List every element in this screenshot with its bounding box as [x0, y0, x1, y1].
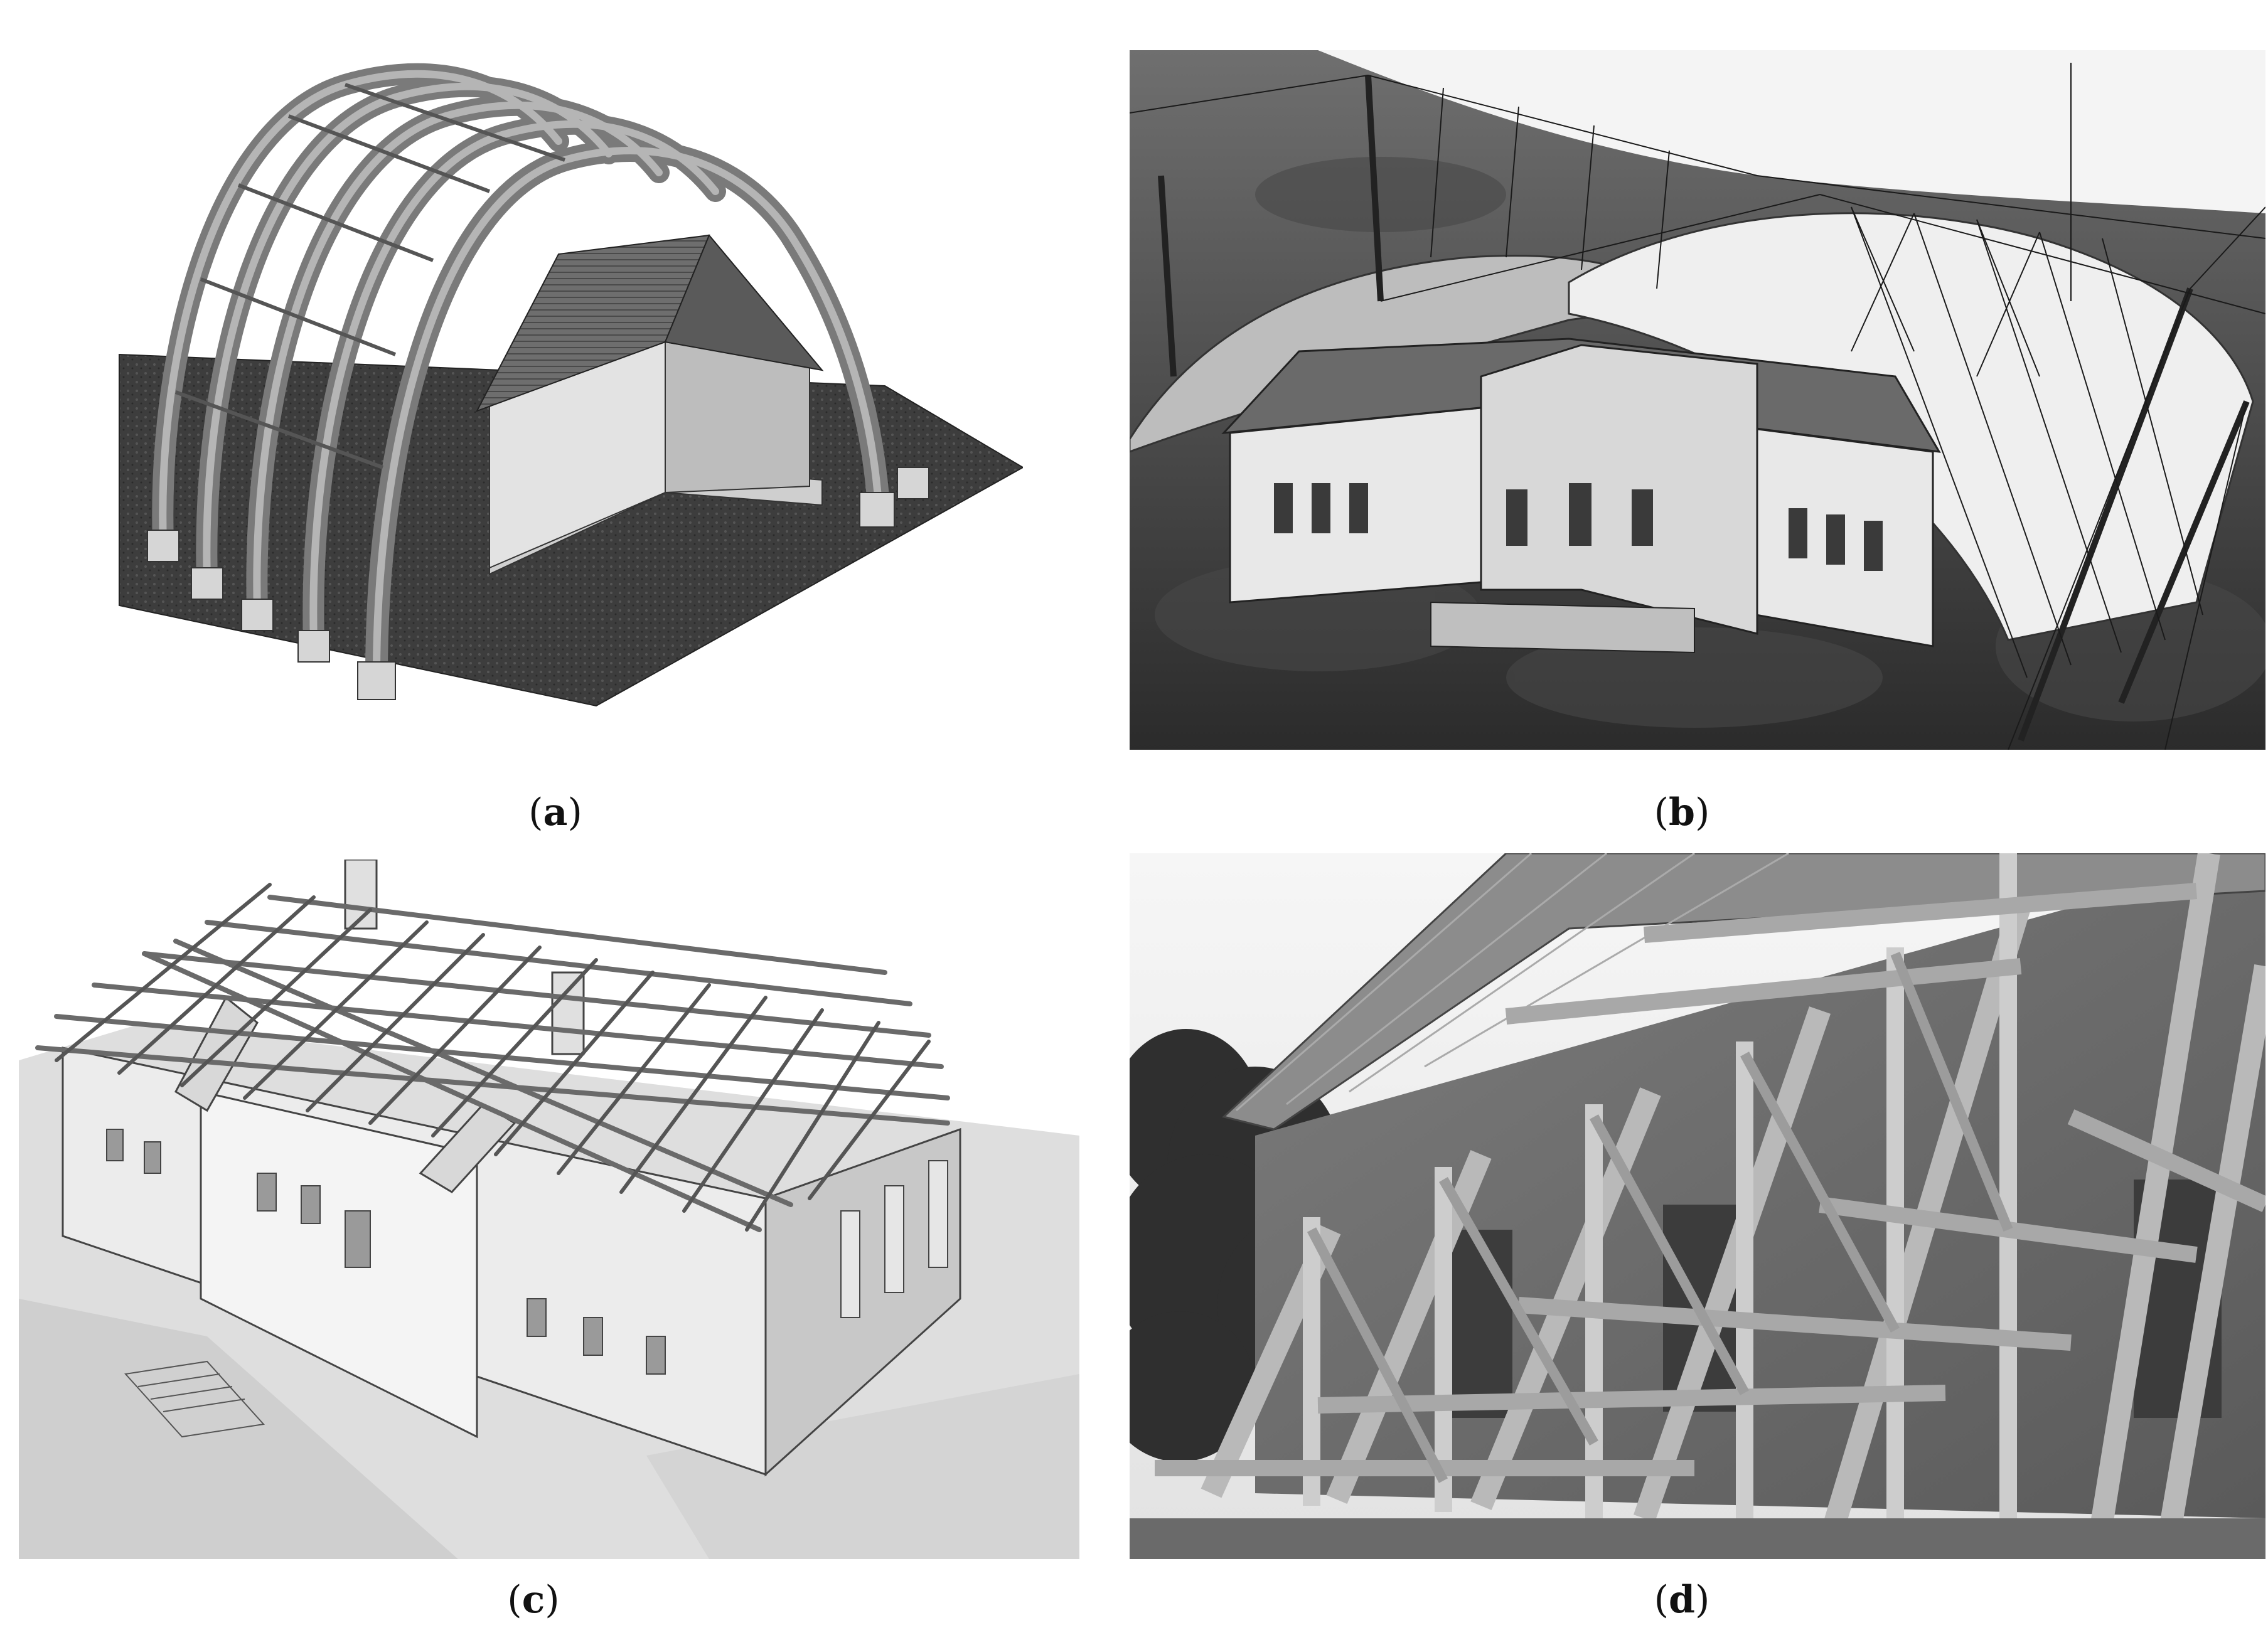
caption-b-letter: b — [1669, 791, 1695, 834]
panel-d-timber-shoring-photo — [1130, 853, 2265, 1559]
timber-shoring-icon — [1130, 853, 2265, 1559]
panel-b-membrane-roof-image — [1130, 50, 2265, 750]
caption-c-letter: c — [522, 1578, 545, 1622]
caption-d: (d) — [1654, 1581, 1710, 1619]
caption-a: (a) — [528, 794, 582, 831]
arched-truss-shelter-icon — [119, 63, 1023, 707]
caption-a-close: ) — [567, 791, 582, 834]
building-roof-frame-icon — [19, 860, 1079, 1559]
caption-b-open: ( — [1654, 791, 1669, 834]
caption-a-open: ( — [528, 791, 543, 834]
panel-c-roof-frame-image — [19, 860, 1079, 1559]
caption-d-letter: d — [1669, 1578, 1695, 1622]
caption-d-close: ) — [1694, 1578, 1710, 1622]
caption-c-close: ) — [545, 1578, 560, 1622]
caption-b-close: ) — [1694, 791, 1710, 834]
caption-a-letter: a — [543, 791, 568, 834]
caption-c-open: ( — [507, 1578, 522, 1622]
tensile-membrane-roof-icon — [1130, 50, 2265, 750]
caption-d-open: ( — [1654, 1578, 1669, 1622]
caption-c: (c) — [507, 1581, 559, 1619]
panel-a-arched-truss-image — [82, 28, 1023, 709]
caption-b: (b) — [1654, 794, 1710, 831]
